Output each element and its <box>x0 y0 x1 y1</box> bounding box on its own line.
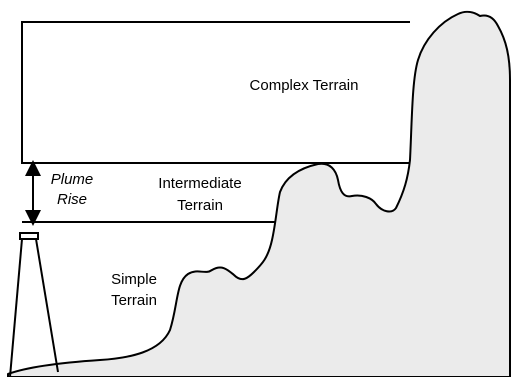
plume-rise-label-line1: Plume <box>50 171 94 188</box>
complex-terrain-label: Complex Terrain <box>249 77 359 94</box>
simple-terrain-label-line1: Simple <box>111 271 157 288</box>
smokestack <box>9 232 59 377</box>
intermediate-terrain-label-line2: Terrain <box>177 197 223 214</box>
terrain-profile <box>7 10 511 377</box>
complex-terrain-boundary <box>21 21 412 164</box>
plume-rise-label-line2: Rise <box>56 191 87 208</box>
intermediate-terrain-label-line1: Intermediate <box>158 175 242 192</box>
simple-terrain-label-line2: Terrain <box>111 292 157 309</box>
